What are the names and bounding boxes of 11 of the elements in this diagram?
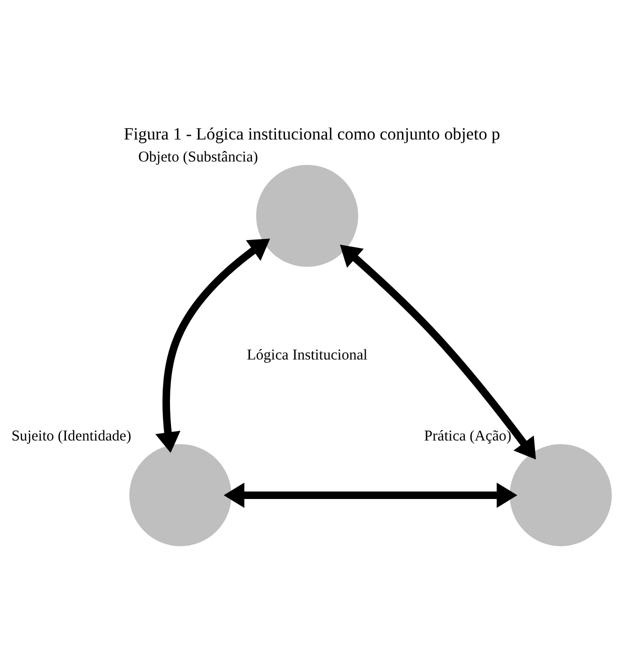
node-circle: [256, 164, 358, 266]
arrow: [155, 238, 270, 452]
node-label: Prática (Ação): [424, 428, 512, 444]
node-circle: [510, 444, 612, 546]
node-label: Objeto (Substância): [138, 148, 258, 165]
arrow: [340, 244, 536, 460]
node-label: Sujeito (Identidade): [11, 428, 132, 444]
diagram-title: Figura 1 - Lógica institucional como conjunto objeto p: [124, 124, 500, 143]
label: Lógica Institucional: [246, 347, 368, 363]
arrow: [224, 482, 518, 508]
node-circle: [129, 444, 232, 546]
